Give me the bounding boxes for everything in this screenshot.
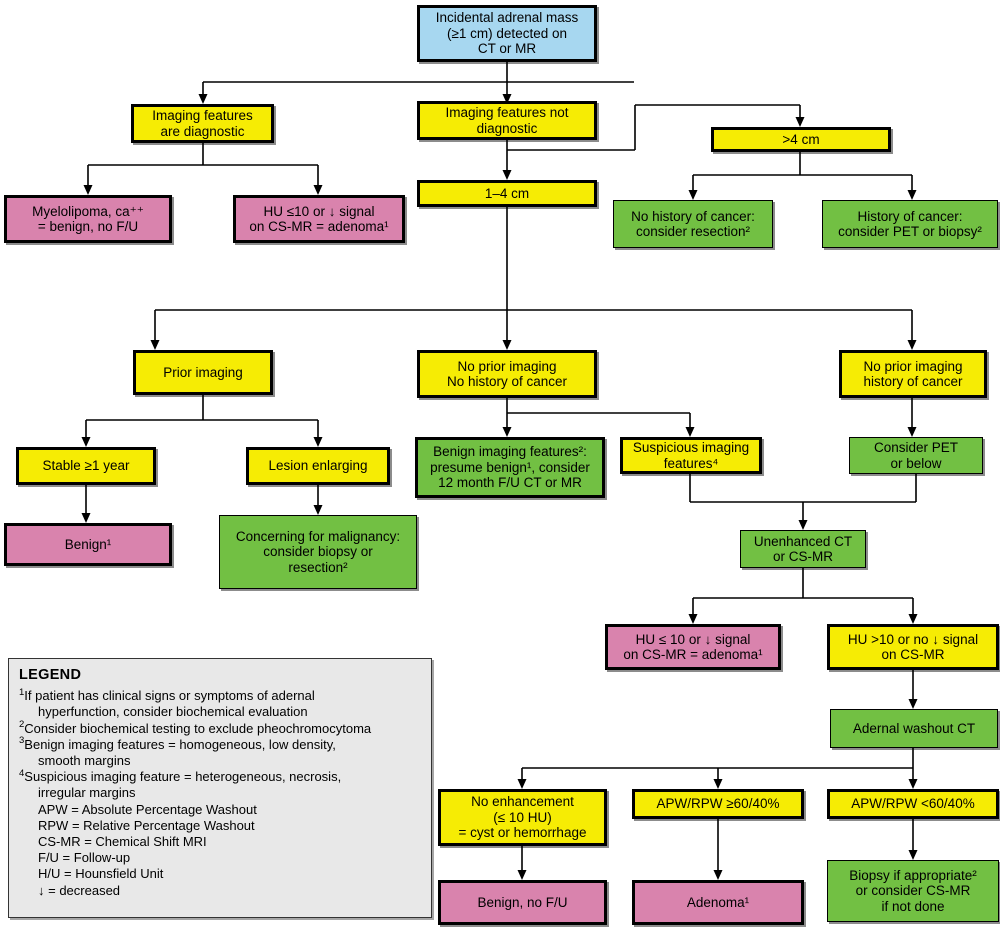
node-greater-than-4cm[interactable]: >4 cm <box>711 127 891 152</box>
node-hu-gt-10-no-drop[interactable]: HU >10 or no ↓ signal on CS-MR <box>827 624 999 670</box>
legend-item-continuation: hyperfunction, consider biochemical eval… <box>38 704 308 720</box>
legend-item: H/U = Hounsfield Unit <box>38 866 164 882</box>
legend-item: 2Consider biochemical testing to exclude… <box>19 719 372 736</box>
node-label: Consider PET or below <box>873 440 959 471</box>
node-label: Prior imaging <box>163 364 243 380</box>
node-label: APW/RPW ≥60/40% <box>656 796 780 812</box>
node-suspicious-imaging-features[interactable]: Suspicious imaging features⁴ <box>620 437 762 474</box>
legend-item: CS-MR = Chemical Shift MRI <box>38 834 207 850</box>
node-concerning-for-malignancy[interactable]: Concerning for malignancy: consider biop… <box>219 515 417 589</box>
legend-item-continuation: smooth margins <box>38 753 131 769</box>
node-apw-rpw-lt-60-40[interactable]: APW/RPW <60/40% <box>827 789 999 819</box>
node-benign-1[interactable]: Benign¹ <box>4 523 172 566</box>
legend-item: 1If patient has clinical signs or sympto… <box>19 686 315 704</box>
node-lesion-enlarging[interactable]: Lesion enlarging <box>246 447 390 485</box>
node-prior-imaging[interactable]: Prior imaging <box>133 350 273 395</box>
node-adrenal-washout-ct[interactable]: Adernal washout CT <box>830 709 998 748</box>
node-myelolipoma[interactable]: Myelolipoma, ca⁺⁺ = benign, no F/U <box>4 195 172 243</box>
legend-box: LEGEND 1If patient has clinical signs or… <box>8 658 432 918</box>
node-label: Benign imaging features²: presume benign… <box>430 444 590 491</box>
legend-marker: 1 <box>19 686 25 698</box>
node-benign-no-fu[interactable]: Benign, no F/U <box>438 880 607 925</box>
node-label: Unenhanced CT or CS-MR <box>753 533 853 565</box>
node-no-history-consider-resection[interactable]: No history of cancer: consider resection… <box>613 200 773 248</box>
node-label: No history of cancer: consider resection… <box>631 208 755 240</box>
node-label: Incidental adrenal mass (≥1 cm) detected… <box>435 10 579 57</box>
node-label: Lesion enlarging <box>268 458 368 474</box>
legend-item: F/U = Follow-up <box>38 850 131 866</box>
legend-item: ↓ = decreased <box>38 882 121 898</box>
node-label: HU ≤ 10 or ↓ signal on CS-MR = adenoma¹ <box>623 631 763 663</box>
node-label: 1–4 cm <box>484 185 530 201</box>
legend-item: 4Suspicious imaging feature = heterogene… <box>19 767 342 785</box>
node-no-prior-imaging-history-cancer[interactable]: No prior imaging history of cancer <box>839 350 987 398</box>
node-label: >4 cm <box>782 131 820 147</box>
legend-marker: 4 <box>19 767 25 779</box>
node-label: APW/RPW <60/40% <box>851 796 975 812</box>
node-label: Myelolipoma, ca⁺⁺ = benign, no F/U <box>32 203 144 235</box>
node-label: Biopsy if appropriate² or consider CS-MR… <box>849 867 977 914</box>
node-label: No prior imaging No history of cancer <box>446 358 568 390</box>
node-no-enhancement[interactable]: No enhancement (≤ 10 HU) = cyst or hemor… <box>438 789 607 846</box>
node-label: Adenoma¹ <box>686 894 750 910</box>
legend-marker: 2 <box>19 719 25 731</box>
node-label: Stable ≥1 year <box>42 458 130 474</box>
node-no-prior-imaging-no-history[interactable]: No prior imaging No history of cancer <box>417 350 597 398</box>
legend-item: RPW = Relative Percentage Washout <box>38 817 255 833</box>
node-history-consider-pet-biopsy[interactable]: History of cancer: consider PET or biops… <box>822 200 998 248</box>
node-label: Benign, no F/U <box>477 894 568 910</box>
node-imaging-features-diagnostic[interactable]: Imaging features are diagnostic <box>131 104 274 143</box>
node-label: Suspicious imaging features⁴ <box>632 440 750 471</box>
node-incidental-adrenal-mass[interactable]: Incidental adrenal mass (≥1 cm) detected… <box>417 5 597 62</box>
node-label: Concerning for malignancy: consider biop… <box>235 528 401 575</box>
legend-item-continuation: irregular margins <box>38 785 136 801</box>
legend-items: 1If patient has clinical signs or sympto… <box>19 688 421 899</box>
node-label: HU >10 or no ↓ signal on CS-MR <box>847 631 979 663</box>
node-benign-imaging-features[interactable]: Benign imaging features²: presume benign… <box>415 437 605 498</box>
node-hu-le-10-adenoma[interactable]: HU ≤ 10 or ↓ signal on CS-MR = adenoma¹ <box>605 624 781 670</box>
node-biopsy-if-appropriate[interactable]: Biopsy if appropriate² or consider CS-MR… <box>827 860 999 922</box>
node-stable-1-year[interactable]: Stable ≥1 year <box>16 447 156 485</box>
node-label: History of cancer: consider PET or biops… <box>838 208 982 240</box>
node-hu-10-adenoma-top[interactable]: HU ≤10 or ↓ signal on CS-MR = adenoma¹ <box>233 195 405 243</box>
node-label: Imaging features are diagnostic <box>152 108 253 139</box>
node-label: HU ≤10 or ↓ signal on CS-MR = adenoma¹ <box>249 203 389 235</box>
node-adenoma-1[interactable]: Adenoma¹ <box>632 880 804 925</box>
node-unenhanced-ct[interactable]: Unenhanced CT or CS-MR <box>740 530 866 568</box>
legend-marker: 3 <box>19 735 25 747</box>
node-consider-pet-or-below[interactable]: Consider PET or below <box>849 437 983 474</box>
node-label: Adernal washout CT <box>852 720 976 736</box>
node-label: Imaging features not diagnostic <box>445 105 569 136</box>
node-label: Benign¹ <box>64 536 112 552</box>
legend-heading: LEGEND <box>19 667 82 683</box>
node-1-4cm[interactable]: 1–4 cm <box>417 180 597 207</box>
legend-item: 3Benign imaging features = homogeneous, … <box>19 735 336 752</box>
node-label: No enhancement (≤ 10 HU) = cyst or hemor… <box>458 794 587 841</box>
node-label: No prior imaging history of cancer <box>863 358 963 390</box>
legend-item: APW = Absolute Percentage Washout <box>38 801 257 817</box>
node-apw-rpw-ge-60-40[interactable]: APW/RPW ≥60/40% <box>632 789 804 819</box>
node-imaging-features-not-diagnostic[interactable]: Imaging features not diagnostic <box>417 101 597 140</box>
